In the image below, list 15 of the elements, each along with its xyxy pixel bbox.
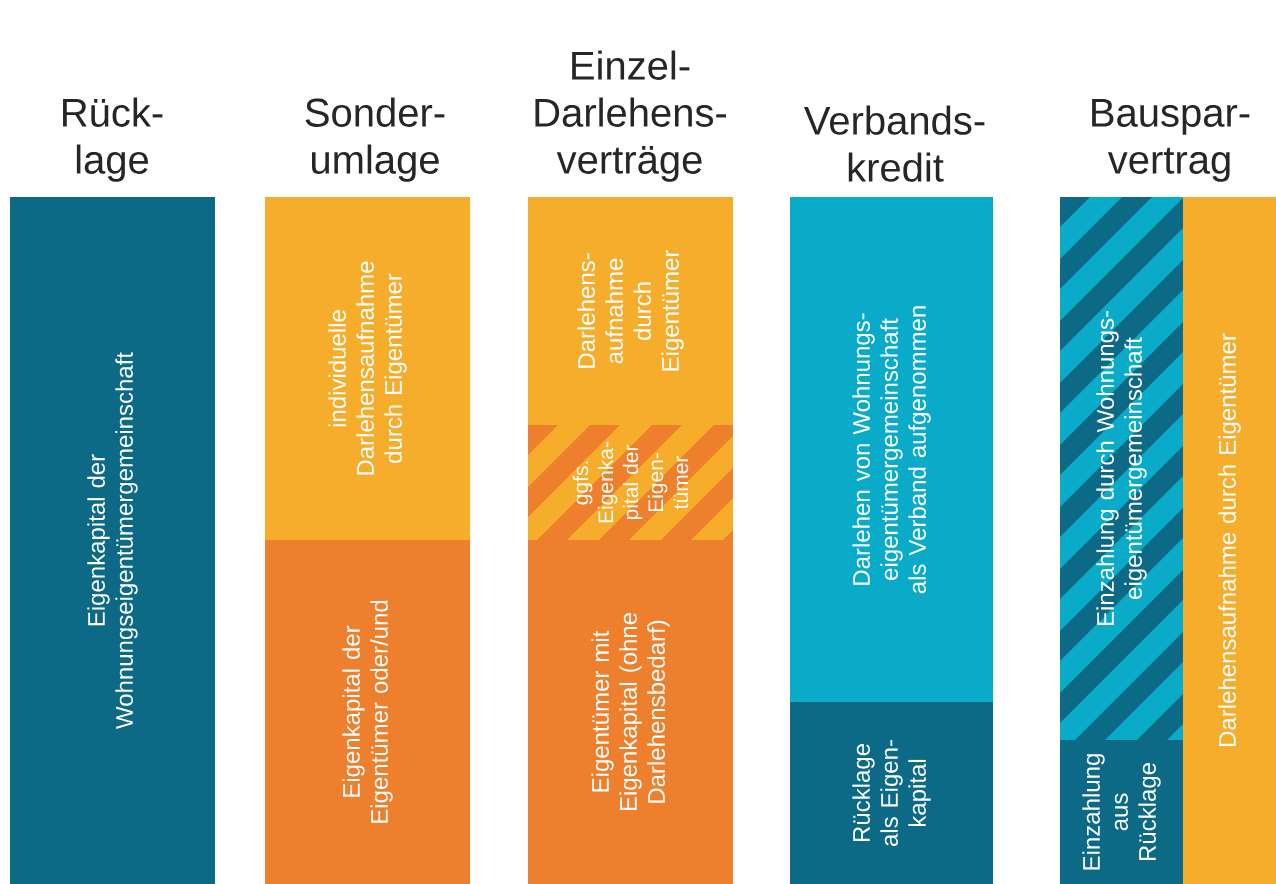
color-block: Eigenkapital der Wohnungseigentümergemeinschaft <box>10 197 215 884</box>
color-block: Rücklage als Eigen- kapital <box>790 702 993 884</box>
striped-block: Einzahlung durch Wohnungs- eigentümergemeinschaft <box>1060 197 1183 740</box>
color-block: Eigenkapital der Eigentümer oder/und <box>265 540 470 884</box>
striped-block: ggfs. Eigenka- pital der Eigen- tümer <box>528 425 733 540</box>
column-heading: Rück- lage <box>63 97 163 182</box>
color-block: Einzahlung aus Rücklage <box>1060 740 1183 884</box>
color-block: Darlehensaufnahme durch Eigentümer <box>1183 197 1276 884</box>
color-block: Darlehens- aufnahme durch Eigentümer <box>528 197 733 425</box>
color-block: individuelle Darlehensaufnahme durch Eigentümer <box>265 197 470 540</box>
column-heading: Einzel- Darlehens- verträge <box>535 50 726 182</box>
column-heading: Verbands- kredit <box>804 105 985 182</box>
column-heading: Bauspar- vertrag <box>1092 99 1250 182</box>
column-heading: Sonder- umlage <box>305 97 445 182</box>
color-block: Darlehen von Wohnungs- eigentümergemeinschaft als Verband aufgenommen <box>790 197 993 702</box>
